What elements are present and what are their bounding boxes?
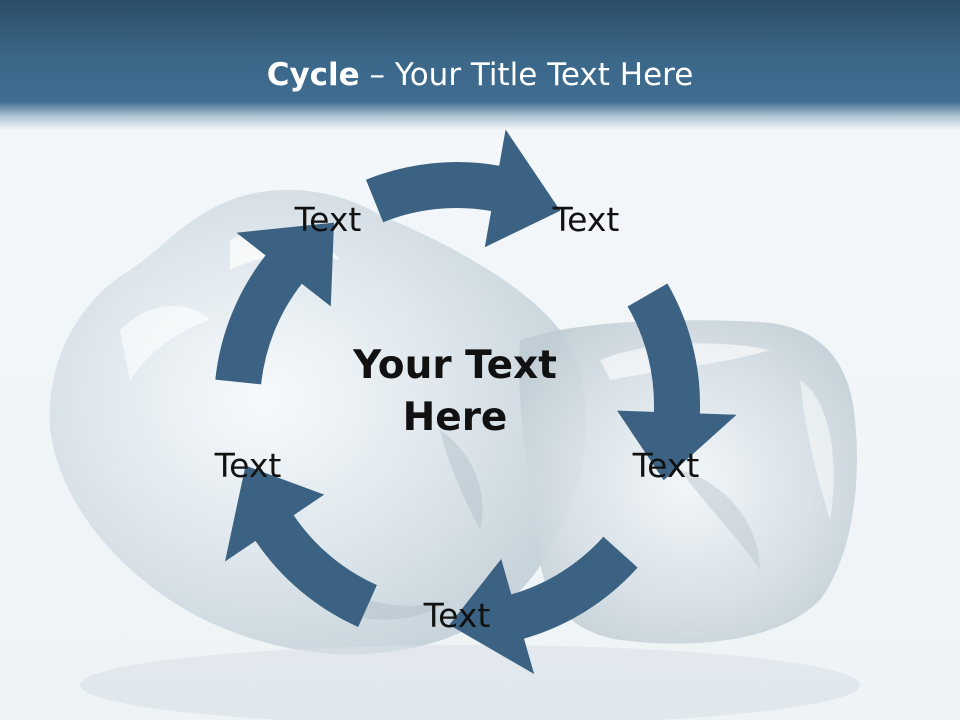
cycle-arrow-1 — [366, 129, 561, 248]
title-bold: Cycle — [266, 57, 360, 93]
header-bar — [0, 0, 960, 130]
cycle-label-1: Text — [294, 200, 362, 239]
ice-cube-left — [49, 189, 587, 655]
cycle-arrow-2 — [617, 283, 737, 481]
cycle-arrow-5 — [215, 222, 334, 385]
cycle-label-3: Text — [632, 446, 700, 485]
center-text: Your Text Here — [353, 343, 557, 440]
cycle-label-4: Text — [423, 596, 491, 635]
cycle-label-2: Text — [552, 200, 620, 239]
title-rest: – Your Title Text Here — [359, 57, 694, 93]
cycle-label-5: Text — [214, 446, 282, 485]
slide-title: Cycle – Your Title Text Here — [0, 55, 960, 95]
cycle-arrow-4 — [225, 465, 377, 627]
cycle-arrow-3 — [449, 536, 638, 674]
